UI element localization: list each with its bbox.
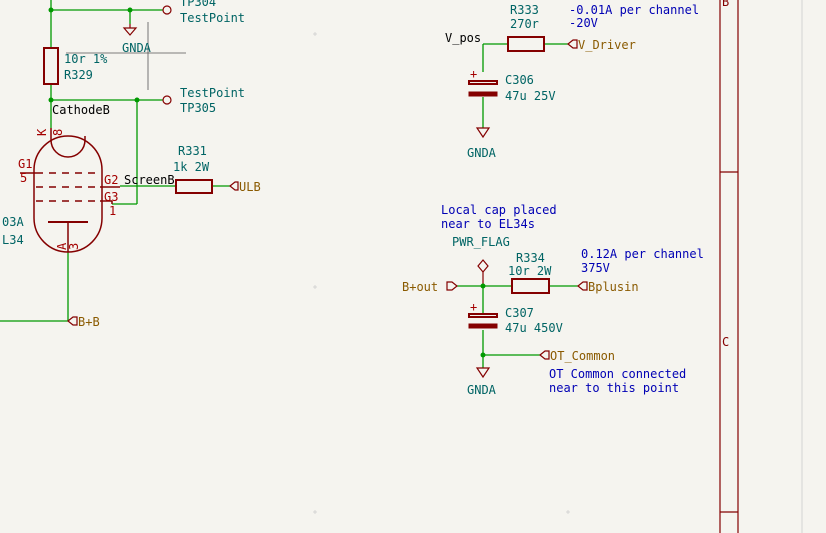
global-label-vdriver[interactable]: V_Driver: [567, 38, 636, 52]
global-label-bplusin[interactable]: Bplusin: [577, 280, 639, 294]
left-wires: [0, 0, 230, 322]
global-label-bplus-b[interactable]: B+B: [67, 315, 100, 329]
sheet-border: B C: [719, 0, 803, 533]
net-label-cathode: CathodeB: [52, 103, 110, 117]
note-otcommon-line2: near to this point: [549, 381, 679, 395]
r334-value: 10r 2W: [508, 264, 552, 278]
resistor-r333[interactable]: R333 270r: [507, 3, 545, 52]
tube-ref-fragment: 03A: [2, 215, 24, 229]
note-vdriver-line1: -0.01A per channel: [569, 3, 699, 17]
note-local-cap-line1: Local cap placed: [441, 203, 557, 217]
r329-value: 10r 1%: [64, 52, 108, 66]
resistor-r331[interactable]: R331 1k 2W: [173, 144, 213, 194]
tp304-value: TestPoint: [180, 11, 245, 25]
gnda-label-c307: GNDA: [467, 383, 497, 397]
grid-marks: [313, 32, 570, 514]
net-label-vpos: V_pos: [445, 31, 481, 45]
r334-ref: R334: [516, 251, 545, 265]
vacuum-tube[interactable]: G1 5 G2 G3 1 K 8 A 3 03A L34: [2, 128, 120, 253]
net-label-screen: ScreenB: [124, 173, 175, 187]
capacitor-c306[interactable]: + C306 47u 25V: [468, 67, 556, 103]
gnda-symbol-c306[interactable]: GNDA: [467, 127, 497, 160]
c307-value: 47u 450V: [505, 321, 563, 335]
note-otcommon-line1: OT Common connected: [549, 367, 686, 381]
global-label-vdriver-text: V_Driver: [578, 38, 636, 52]
tp305-value: TestPoint: [180, 86, 245, 100]
tube-value-fragment: L34: [2, 233, 24, 247]
note-local-cap-line2: near to EL34s: [441, 217, 535, 231]
tp305-ref: TP305: [180, 101, 216, 115]
tp304-ref: TP304: [180, 0, 216, 9]
gnda-symbol-c307[interactable]: GNDA: [467, 367, 497, 397]
gnda-symbol-top[interactable]: GNDA: [122, 24, 152, 55]
capacitor-c307[interactable]: + C307 47u 450V: [468, 300, 563, 335]
note-bplus-line1: 0.12A per channel: [581, 247, 704, 261]
power-flag-label: PWR_FLAG: [452, 235, 510, 249]
global-label-ulb-text: ULB: [239, 180, 261, 194]
bplus-wires: [457, 283, 578, 368]
power-flag[interactable]: PWR_FLAG: [452, 235, 510, 286]
tube-pin-g1: G1: [18, 157, 32, 171]
global-label-bout[interactable]: B+out: [402, 280, 458, 294]
global-label-otcommon[interactable]: OT_Common: [539, 349, 615, 363]
c306-ref: C306: [505, 73, 534, 87]
global-label-bout-text: B+out: [402, 280, 438, 294]
r333-ref: R333: [510, 3, 539, 17]
testpoint-tp304[interactable]: TP304 TestPoint: [162, 0, 245, 25]
tube-pin-g3-number: 1: [109, 204, 116, 218]
border-zone-b: B: [722, 0, 729, 9]
resistor-r329[interactable]: 10r 1% R329: [43, 47, 108, 85]
global-label-ulb[interactable]: ULB: [229, 180, 261, 194]
border-zone-c: C: [722, 335, 729, 349]
note-vdriver-line2: -20V: [569, 16, 598, 30]
c307-ref: C307: [505, 306, 534, 320]
r333-value: 270r: [510, 17, 539, 31]
c306-value: 47u 25V: [505, 89, 556, 103]
global-label-otcommon-text: OT_Common: [550, 349, 615, 363]
c307-plus-sign: +: [470, 300, 477, 314]
vpos-wires: [482, 43, 568, 128]
tube-pin-g1-number: 5: [20, 171, 27, 185]
tube-pin-k: K: [35, 128, 49, 136]
tube-pin-g2: G2: [104, 173, 118, 187]
c306-plus-sign: +: [470, 67, 477, 81]
gnda-label-top: GNDA: [122, 41, 152, 55]
tube-pin-a: A: [55, 242, 69, 250]
tube-pin-g3: G3: [104, 190, 118, 204]
tube-pin-a-number: 3: [67, 243, 81, 250]
global-label-bplus-b-text: B+B: [78, 315, 100, 329]
gnda-label-c306: GNDA: [467, 146, 497, 160]
global-label-bplusin-text: Bplusin: [588, 280, 639, 294]
note-bplus-line2: 375V: [581, 261, 610, 275]
r329-ref: R329: [64, 68, 93, 82]
tube-pin-k-number: 8: [51, 129, 65, 136]
r331-ref: R331: [178, 144, 207, 158]
testpoint-tp305[interactable]: TestPoint TP305: [162, 86, 245, 115]
resistor-r334[interactable]: R334 10r 2W: [508, 251, 552, 294]
r331-value: 1k 2W: [173, 160, 210, 174]
